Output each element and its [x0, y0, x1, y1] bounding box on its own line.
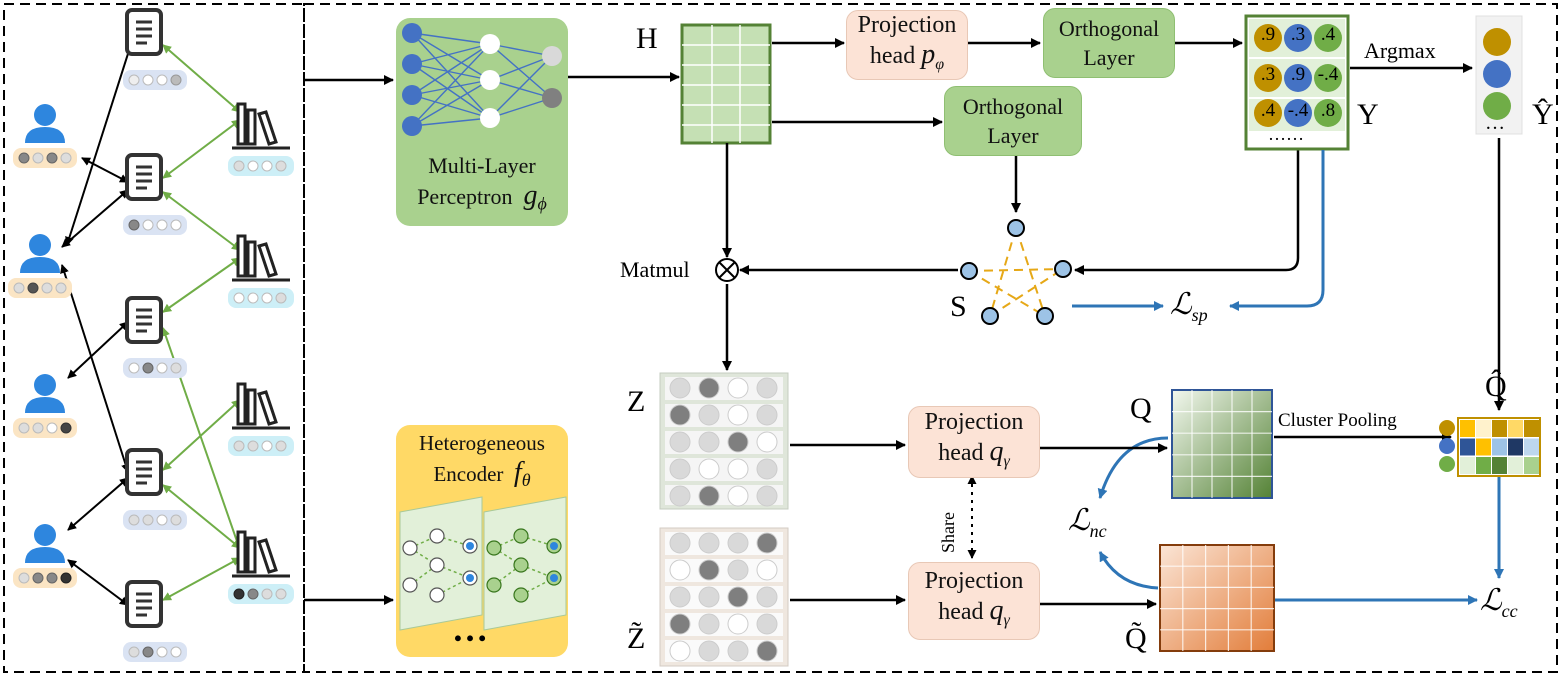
yhat-dots: …: [1485, 112, 1505, 134]
y-to-lsp-arrow: [1229, 150, 1325, 311]
label-h: H: [636, 22, 658, 55]
projection-head-q-2: Projection head qγ: [908, 562, 1040, 640]
y-cell-2-0: .4: [1260, 100, 1276, 121]
loss-nc-sub: nc: [1089, 521, 1107, 541]
label-cluster-pooling: Cluster Pooling: [1278, 410, 1397, 431]
projp-sub: φ: [935, 55, 945, 73]
label-yhat: Ŷ: [1532, 98, 1554, 131]
projq1-line1: Projection: [924, 409, 1024, 436]
loss-cc: ℒcc: [1480, 583, 1518, 622]
author-node-icon: [8, 234, 72, 298]
mlp-network-icon: [402, 23, 562, 136]
q-to-lnc-arrow: [1097, 436, 1169, 499]
projq2-line2: head: [938, 599, 984, 626]
projq2-sub: γ: [1003, 611, 1010, 629]
label-z: Z: [627, 385, 646, 418]
y-cell-2-1: -.4: [1287, 100, 1309, 121]
loss-nc: ℒnc: [1068, 503, 1107, 542]
qtilde-matrix: [1159, 544, 1275, 652]
author-node-icon: [13, 524, 77, 588]
y-cell-0-2: .4: [1320, 24, 1336, 45]
similarity-graph-s: [960, 219, 1072, 325]
hetero-graph-sheets-icon: [399, 496, 567, 631]
paper-node-icon: [123, 8, 187, 90]
z-matrix-cells: [669, 377, 778, 507]
label-y: Y: [1357, 98, 1379, 131]
projection-head-p: Projection head pφ: [846, 10, 968, 80]
ortho1-line1: Orthogonal: [1058, 16, 1160, 41]
loss-sp-main: ℒ: [1170, 288, 1192, 321]
right-panel-frame: [303, 3, 1558, 673]
projq1-line2: head: [938, 440, 984, 467]
mlp-label: Multi-Layer Perceptron gϕ: [396, 150, 568, 220]
loss-cc-sub: cc: [1501, 601, 1518, 621]
y-cell-2-2: .8: [1320, 100, 1336, 121]
y-to-s-arrow: [1074, 150, 1300, 275]
orthogonal-layer-1: Orthogonal Layer: [1043, 8, 1175, 78]
projq1-symbol: q: [989, 436, 1004, 468]
hetero-label: Heterogeneous Encoder fθ: [396, 430, 568, 494]
label-qhat: Q̂: [1485, 370, 1507, 403]
hetero-sub: θ: [521, 470, 531, 491]
paper-node-icon: [123, 448, 187, 530]
projq1-sub: γ: [1003, 452, 1010, 470]
yhat-vector: [1475, 15, 1523, 135]
label-share: Share: [938, 512, 958, 553]
y-cell-1-0: .3: [1260, 64, 1276, 85]
qtilde-to-lnc-arrow: [1098, 551, 1159, 590]
y-matrix-cells: [1254, 24, 1342, 127]
projp-line2: head: [869, 43, 916, 70]
ortho1-line2: Layer: [1083, 45, 1135, 70]
hetero-line2: Encoder: [433, 462, 504, 487]
qtilde-matrix-grid: [1160, 545, 1274, 651]
y-cell-0-1: .3: [1290, 24, 1306, 45]
label-argmax: Argmax: [1364, 38, 1436, 63]
hetero-symbol: f: [513, 457, 522, 489]
paper-node-icon: [123, 296, 187, 378]
h-matrix: [680, 23, 772, 145]
y-cell-0-0: .9: [1260, 24, 1276, 45]
projp-symbol: p: [921, 39, 936, 71]
label-ztilde: Z̃: [627, 622, 646, 655]
venue-node-icon: [228, 530, 294, 604]
label-qtilde: Q̃: [1125, 622, 1147, 655]
hetero-ellipsis: …: [452, 609, 488, 649]
ortho2-line2: Layer: [987, 123, 1039, 148]
label-s: S: [950, 290, 967, 323]
projp-line1: Projection: [857, 12, 957, 39]
mlp-symbol: g: [523, 180, 538, 212]
mlp-sub: ϕ: [537, 193, 547, 214]
y-dots: ……: [1268, 124, 1304, 144]
hetero-line1: Heterogeneous: [419, 431, 545, 456]
label-q: Q: [1130, 392, 1152, 425]
ortho2-line1: Orthogonal: [962, 94, 1064, 119]
paper-node-icon: [123, 580, 187, 662]
projq2-symbol: q: [989, 595, 1004, 627]
loss-nc-main: ℒ: [1068, 504, 1090, 537]
q-matrix: [1171, 389, 1273, 499]
orthogonal-layer-2: Orthogonal Layer: [944, 86, 1082, 156]
qhat-matrix-cells: [1460, 420, 1539, 474]
y-cell-1-1: .9: [1290, 64, 1306, 85]
paper-node-icon: [123, 153, 187, 235]
venue-node-icon: [228, 102, 294, 176]
mlp-line2: Perceptron: [417, 184, 513, 210]
loss-sp-sub: sp: [1191, 305, 1208, 325]
author-node-icon: [13, 104, 77, 168]
projq2-line1: Projection: [924, 568, 1024, 595]
mlp-line1: Multi-Layer: [428, 153, 536, 179]
loss-sp: ℒsp: [1170, 287, 1208, 326]
label-matmul: Matmul: [620, 257, 690, 282]
q-matrix-grid: [1172, 390, 1272, 498]
venue-node-icon: [228, 234, 294, 308]
y-cell-1-2: -.4: [1317, 64, 1339, 85]
ztilde-matrix-cells: [669, 532, 778, 662]
projection-head-q-1: Projection head qγ: [908, 406, 1040, 478]
loss-cc-main: ℒ: [1480, 584, 1502, 617]
matmul-operator-icon: [715, 258, 739, 282]
venue-node-icon: [228, 382, 294, 456]
author-node-icon: [13, 374, 77, 438]
